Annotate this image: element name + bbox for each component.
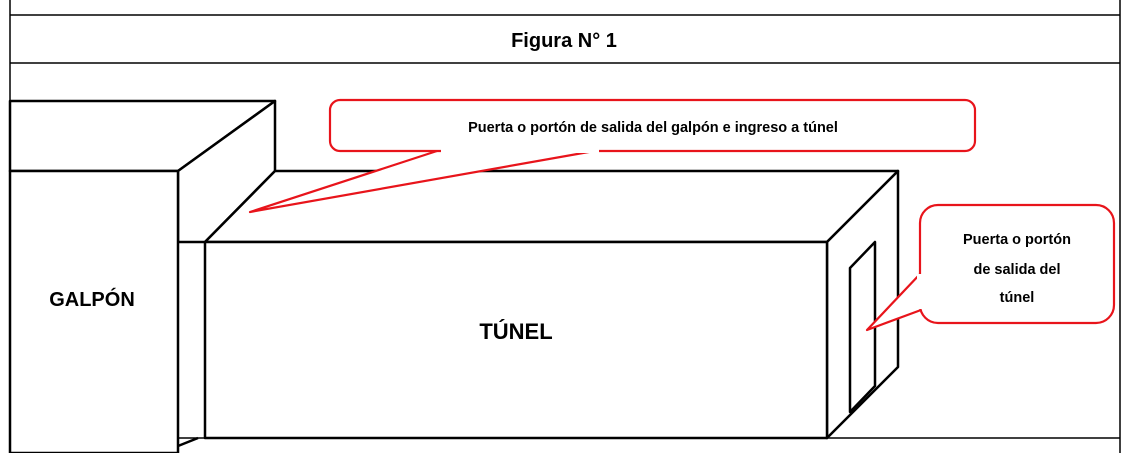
tunel-exit-door xyxy=(848,240,877,414)
callout-right-joint xyxy=(917,274,923,309)
callout-right-line-1: Puerta o portón xyxy=(963,232,1071,248)
tunel-label: TÚNEL xyxy=(479,319,552,344)
tunel-top-face xyxy=(203,169,900,244)
tunel-front-face xyxy=(203,240,829,440)
tunel-box xyxy=(203,169,900,440)
figure-title: Figura N° 1 xyxy=(511,30,617,52)
callout-top: Puerta o portón de salida del galpón e i… xyxy=(248,98,977,214)
callout-right-line-3: túnel xyxy=(1000,290,1035,306)
callout-top-box xyxy=(328,98,977,153)
galpon-front-face xyxy=(8,169,180,455)
callout-right-box xyxy=(918,203,1116,325)
callout-top-text: Puerta o portón de salida del galpón e i… xyxy=(468,120,838,136)
callout-right: Puerta o portón de salida del túnel xyxy=(865,203,1116,332)
galpon-edge-line xyxy=(177,436,199,448)
callout-right-line-2: de salida del xyxy=(973,262,1060,278)
galpon-box xyxy=(8,99,277,455)
galpon-label: GALPÓN xyxy=(49,287,135,311)
callout-top-joint xyxy=(441,147,599,153)
